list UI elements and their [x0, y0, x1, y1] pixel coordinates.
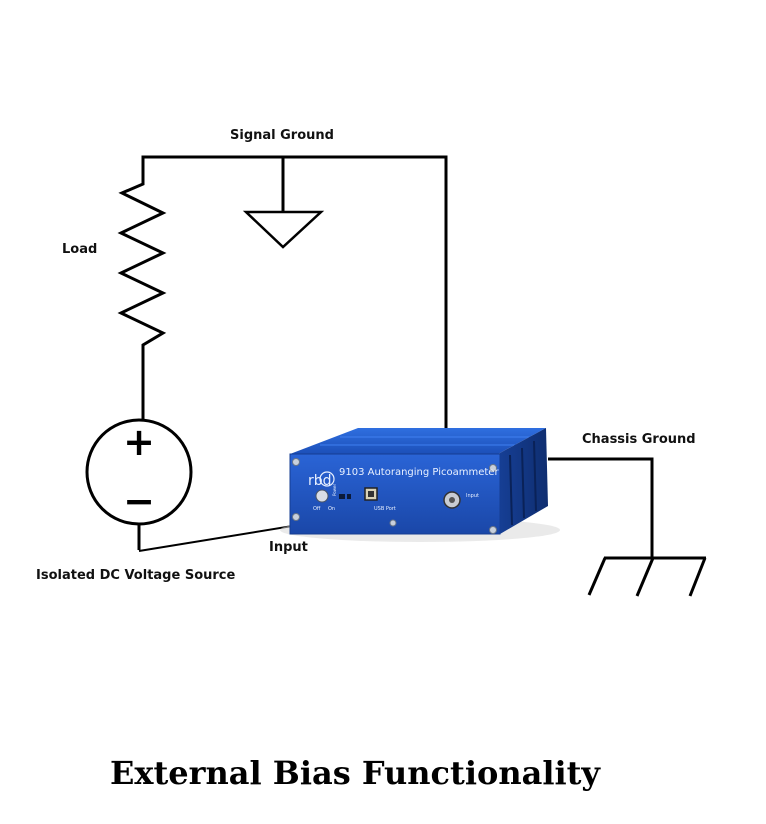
power-on-label: On — [328, 506, 335, 512]
status-led-2 — [347, 494, 351, 499]
chassis-ground-wire — [548, 457, 654, 558]
status-led — [339, 494, 345, 499]
power-switch — [315, 489, 329, 503]
diagram-title: External Bias Functionality — [110, 754, 601, 792]
source-plus-sign: + — [123, 420, 155, 464]
chassis-ground-tine-2 — [635, 557, 655, 597]
input-label: Input — [269, 540, 308, 555]
device-side-fin — [509, 454, 513, 526]
signal-ground-label: Signal Ground — [230, 128, 334, 143]
device-screw — [489, 526, 497, 534]
power-label: Power — [332, 484, 337, 496]
brand-logo-swoosh — [319, 471, 335, 487]
usb-port-inner — [368, 491, 374, 497]
device-screw — [389, 519, 397, 527]
device-model-label: 9103 Autoranging Picoammeter — [339, 467, 499, 478]
power-off-label: Off — [313, 506, 321, 512]
input-connector-center — [449, 497, 455, 503]
picoammeter-device: rbd 9103 Autoranging Picoammeter Off On … — [280, 428, 560, 542]
load-resistor — [117, 178, 167, 420]
chassis-ground-tine-1 — [587, 557, 607, 596]
device-side-fin — [521, 447, 525, 519]
device-screw — [489, 464, 497, 472]
signal-ground-symbol — [242, 210, 325, 249]
voltage-source-label: Isolated DC Voltage Source — [36, 568, 235, 583]
source-minus-sign: − — [123, 479, 155, 523]
device-screw — [292, 513, 300, 521]
device-side-fin — [533, 440, 537, 512]
signal-ground-wire — [141, 155, 448, 500]
chassis-ground-tine-3 — [688, 557, 707, 597]
input-connector-label: Input — [466, 493, 479, 499]
chassis-ground-label: Chassis Ground — [582, 432, 696, 447]
device-screw — [292, 458, 300, 466]
usb-port-label: USB Port — [374, 506, 396, 512]
device-top-face — [290, 428, 546, 454]
load-label: Load — [62, 242, 97, 257]
